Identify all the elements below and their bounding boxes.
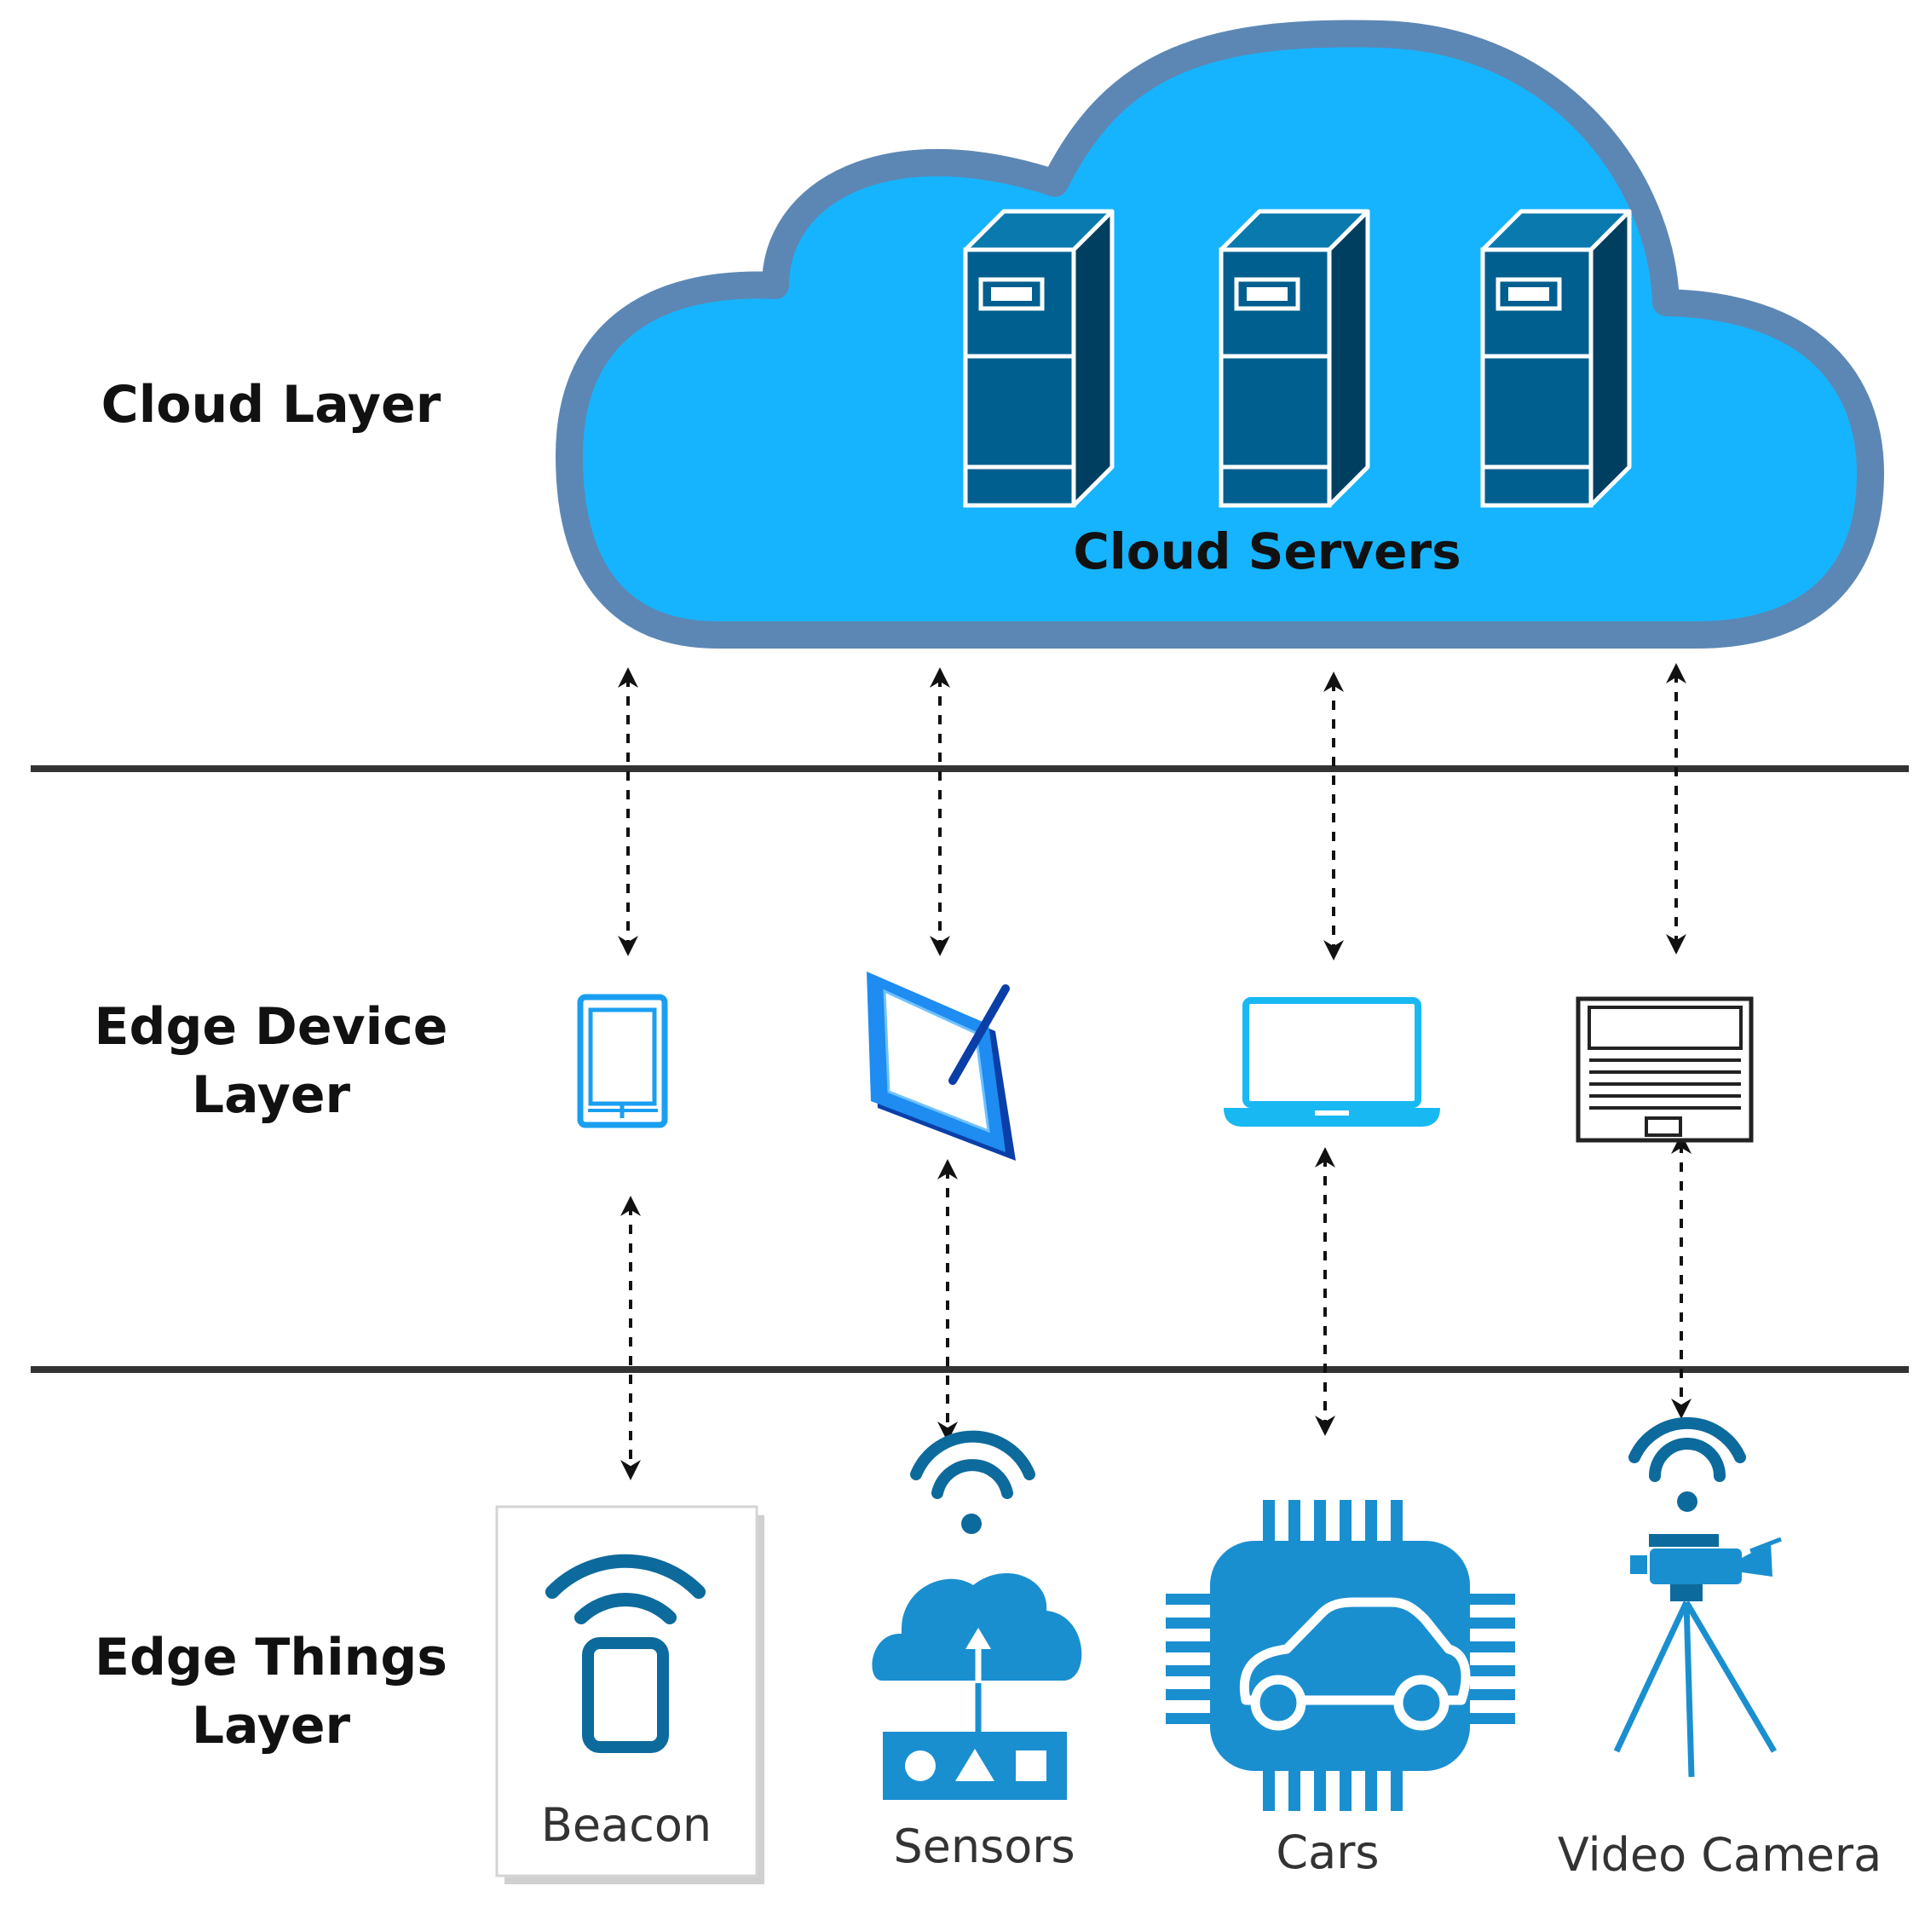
cloud-layer-label: Cloud Layer	[101, 375, 441, 435]
edge-device-layer-label-line2: Layer	[192, 1065, 351, 1125]
beacon-label: Beacon	[541, 1798, 712, 1852]
server-tower-icon	[965, 211, 1112, 505]
cloud-servers-label: Cloud Servers	[1073, 522, 1461, 580]
tablet-icon	[577, 994, 668, 1128]
beacon-icon	[545, 1554, 706, 1753]
edge-device-layer-label-line1: Edge Device	[95, 997, 448, 1057]
desktop-terminal-icon	[1576, 996, 1754, 1143]
video-camera-icon	[1613, 1417, 1782, 1778]
video-camera-label: Video Camera	[1558, 1828, 1882, 1882]
edge-things-layer-label-line2: Layer	[192, 1696, 351, 1756]
beacon-card: Beacon	[495, 1505, 764, 1884]
drawing-tablet-icon	[867, 972, 1016, 1161]
car-chip-icon	[1166, 1500, 1515, 1811]
iot-sensor-icon	[872, 1430, 1082, 1800]
cloud: Cloud Servers	[556, 20, 1884, 649]
cars-label: Cars	[1276, 1825, 1379, 1879]
server-tower-icon	[1483, 211, 1629, 505]
edge-things-layer-label-line1: Edge Things	[95, 1628, 447, 1687]
sensors-label: Sensors	[893, 1820, 1075, 1873]
laptop-icon	[1224, 997, 1440, 1127]
server-tower-icon	[1221, 211, 1368, 505]
